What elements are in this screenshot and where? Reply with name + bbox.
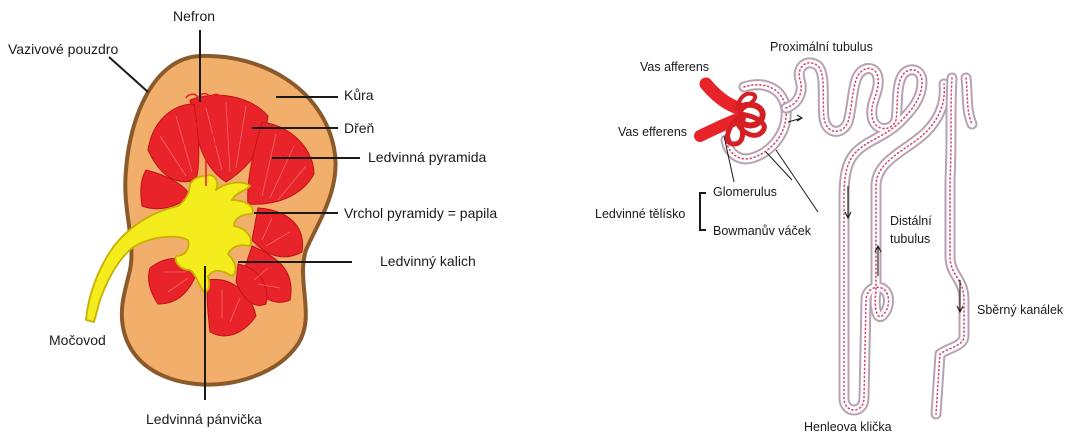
- label-henle: Henleova klička: [804, 420, 892, 434]
- glomerulus-vessels: [700, 84, 764, 144]
- label-bowman: Bowmanův váček: [713, 224, 812, 238]
- label-pelvis: Ledvinná pánvička: [146, 411, 262, 427]
- label-cortex: Kůra: [344, 87, 374, 103]
- label-distal-1: Distální: [890, 214, 932, 228]
- label-efferent: Vas efferens: [618, 125, 687, 139]
- label-pyramid: Ledvinná pyramida: [368, 149, 487, 165]
- label-proximal: Proximální tubulus: [770, 40, 873, 54]
- label-nephron: Nefron: [173, 8, 215, 24]
- kidney-section: [86, 56, 336, 385]
- label-afferent: Vas afferens: [640, 60, 709, 74]
- label-corpuscle: Ledvinné tělísko: [595, 207, 685, 221]
- label-collecting: Sběrný kanálek: [977, 303, 1064, 317]
- nephron-detail: [700, 63, 972, 414]
- label-ureter: Močovod: [49, 332, 106, 348]
- label-distal-2: tubulus: [890, 232, 930, 246]
- label-medulla: Dřeň: [344, 120, 374, 136]
- label-capsule: Vazivové pouzdro: [8, 41, 118, 57]
- label-papilla: Vrchol pyramidy = papila: [344, 205, 497, 221]
- label-calyx: Ledvinný kalich: [380, 253, 476, 269]
- nephron-labels: Proximální tubulus Vas afferens Vas effe…: [595, 40, 1064, 434]
- collecting-duct: [936, 78, 972, 414]
- label-glomerulus: Glomerulus: [713, 185, 777, 199]
